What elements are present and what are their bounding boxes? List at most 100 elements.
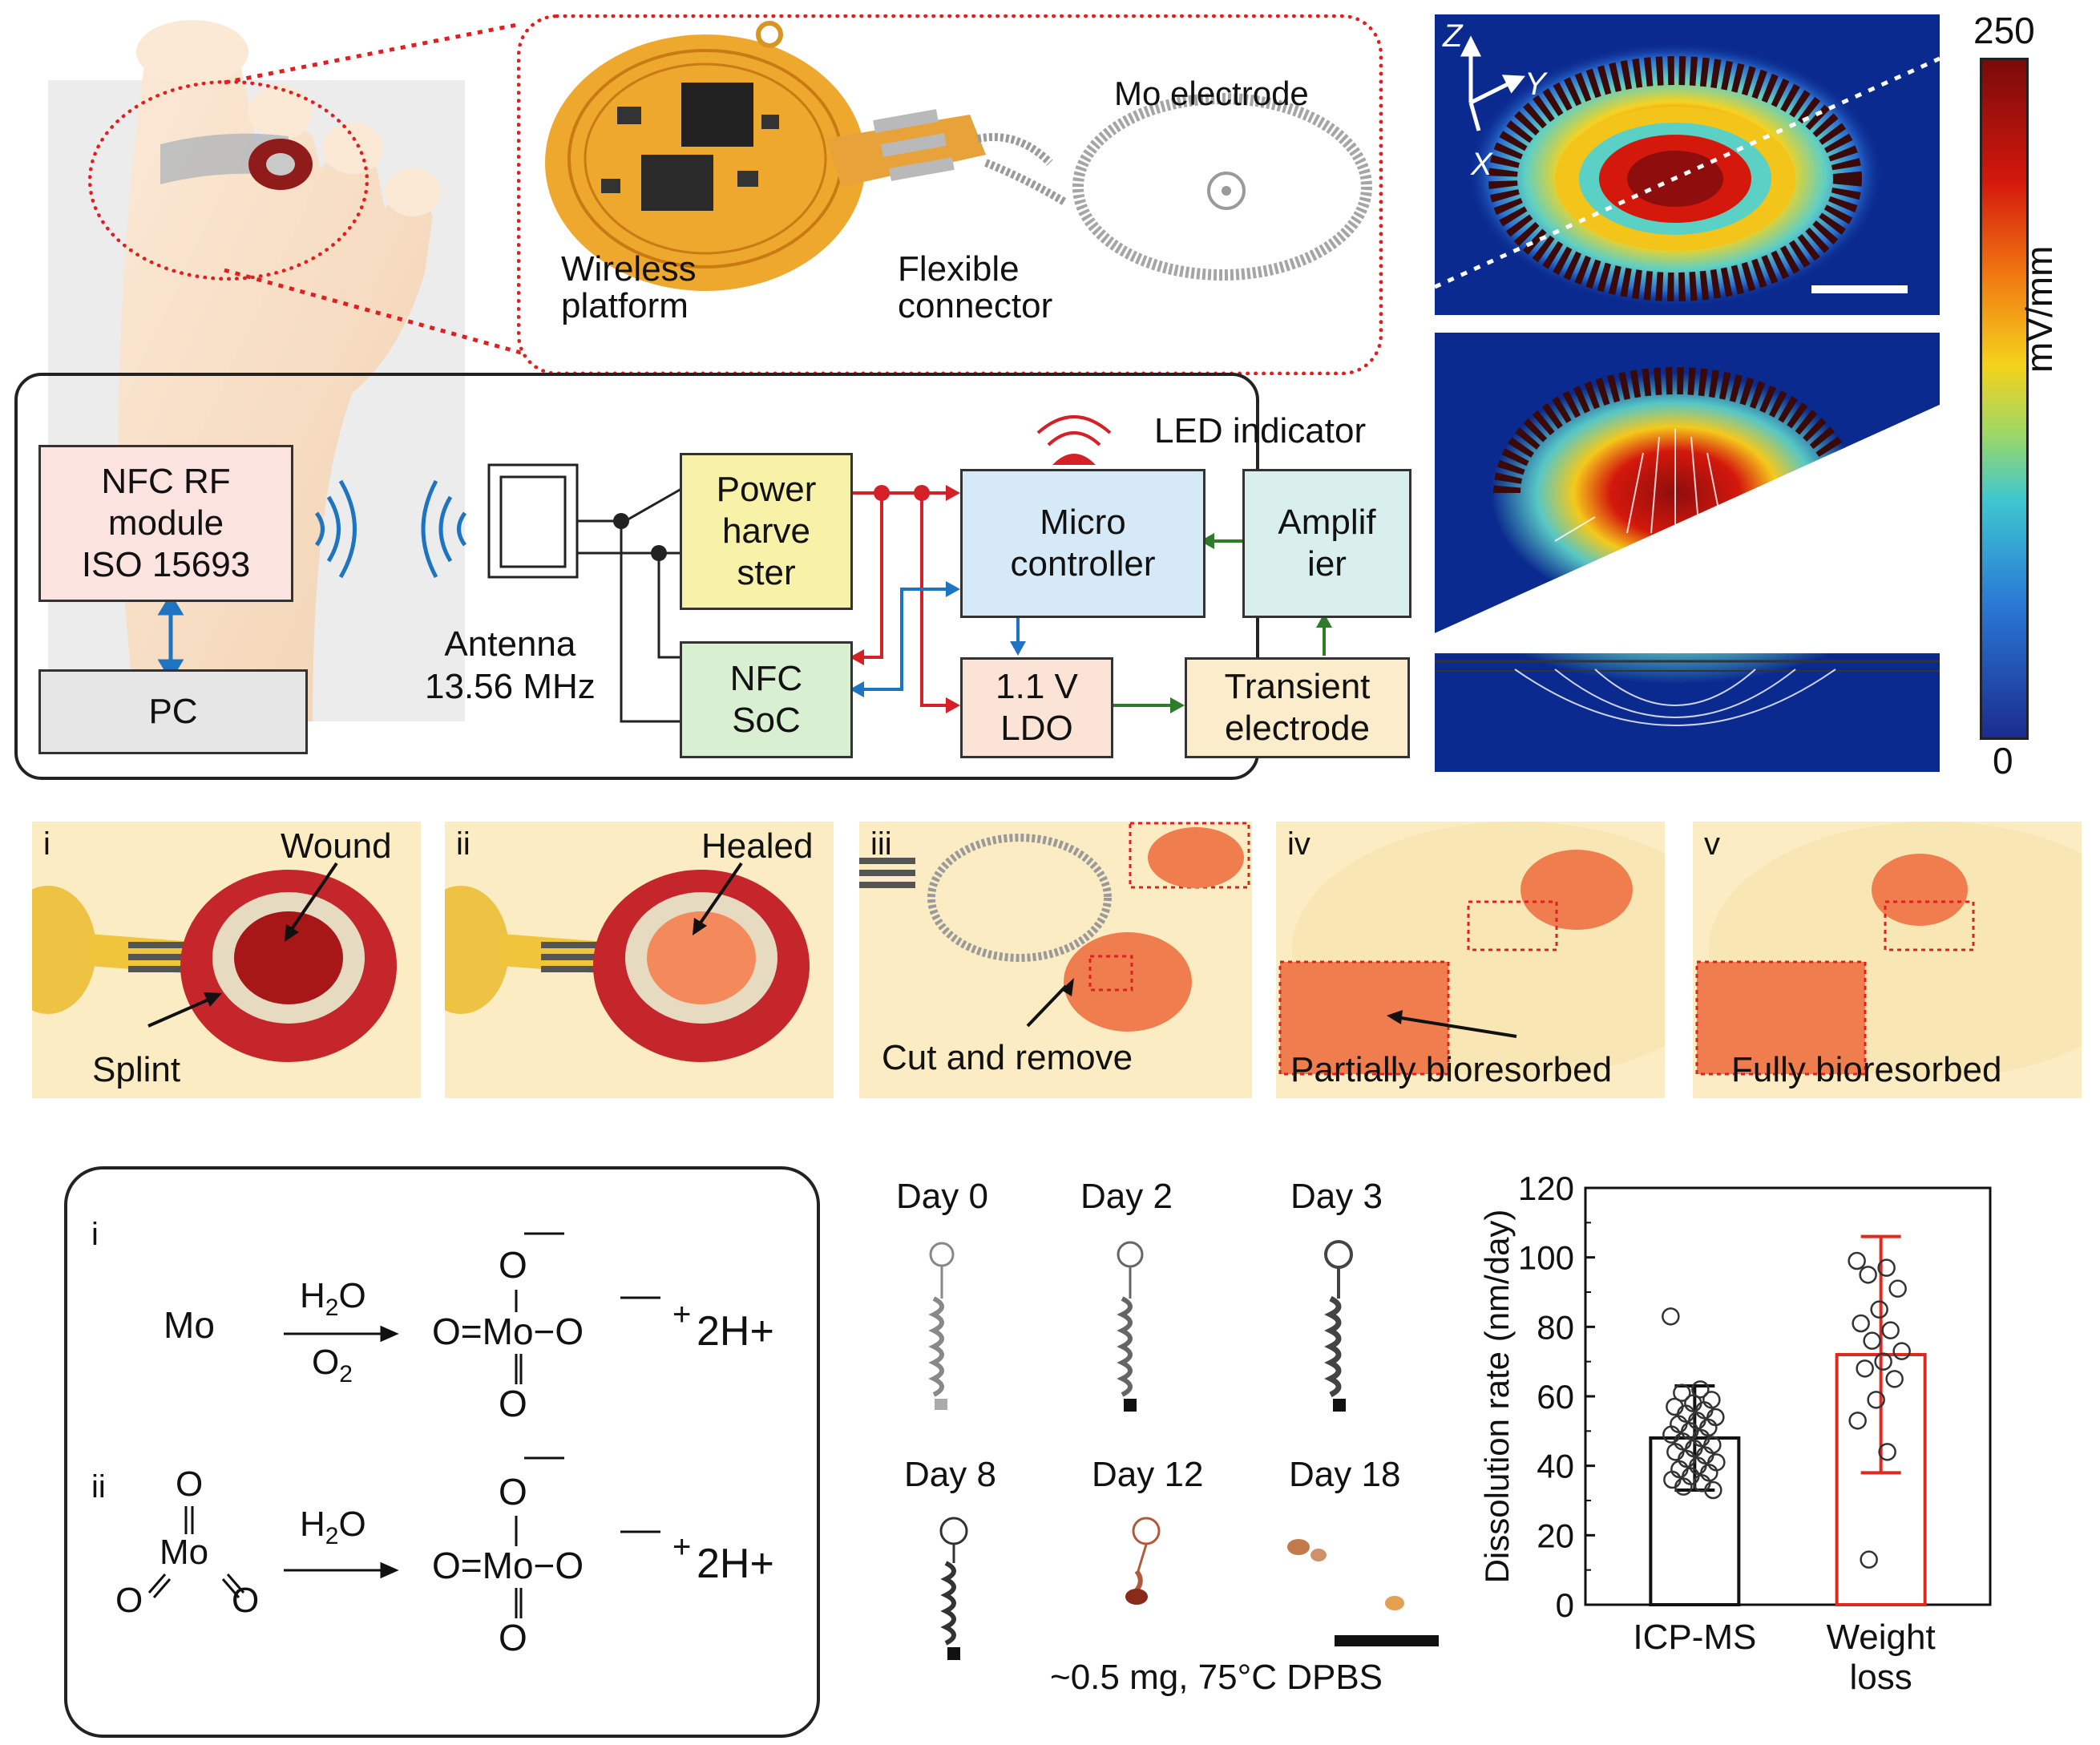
y-tick-label: 60 (1537, 1378, 1574, 1416)
colorbar-unit-label: mV/mm (2018, 245, 2060, 373)
wound-label: Wound (281, 826, 392, 866)
day-18-label: Day 18 (1289, 1455, 1401, 1494)
product-2-top-o: O (499, 1471, 527, 1513)
day-8-label: Day 8 (904, 1455, 996, 1494)
reaction-2-label: ii (91, 1469, 106, 1505)
amplifier-block: Amplif ier (1242, 469, 1411, 618)
reaction-bonds (147, 1232, 660, 1618)
moo3-mo: Mo (160, 1533, 209, 1572)
nfc-soc-block: NFC SoC (680, 641, 853, 758)
device-zoom-frame: Mo electrode Wireless platform Flexible … (517, 14, 1383, 375)
mo-reactant: Mo (164, 1304, 215, 1346)
y-tick-label: 0 (1556, 1586, 1574, 1624)
simulation-top-view: Z Y X (1435, 14, 1940, 315)
nfc-rf-module-block: NFC RF module ISO 15693 (38, 445, 293, 602)
mo-electrode-label: Mo electrode (1114, 75, 1309, 112)
block-diagram-wiring (157, 415, 1332, 723)
axis-y-label: Y (1525, 67, 1549, 102)
data-point (1856, 1359, 1874, 1378)
x-tick-label: ICP-MS (1633, 1618, 1756, 1657)
step-panel-2: ii Healed (445, 822, 834, 1098)
healed-label: Healed (701, 826, 814, 866)
x-tick-label: loss (1850, 1658, 1912, 1697)
colorbar-max-label: 250 (1973, 10, 2035, 51)
led-indicator-label: LED indicator (1154, 411, 1367, 450)
cut-remove-label: Cut and remove (882, 1038, 1133, 1077)
moo3-top-o: O (176, 1464, 204, 1504)
product-2-bottom-o: O (499, 1617, 527, 1658)
partially-bioresorbed-label: Partially bioresorbed (1290, 1050, 1613, 1089)
y-tick-label: 20 (1537, 1517, 1574, 1554)
data-point (1892, 1342, 1911, 1360)
data-point (1885, 1370, 1904, 1388)
moo3-right-o: O (232, 1581, 260, 1620)
fully-bioresorbed-label: Fully bioresorbed (1731, 1050, 2002, 1089)
axis-x-label: X (1470, 147, 1493, 182)
zoom-lines (224, 22, 522, 355)
data-point (1877, 1258, 1896, 1277)
data-point (1881, 1321, 1900, 1339)
dissolution-photos (928, 1240, 1439, 1660)
y-tick-label: 80 (1537, 1308, 1574, 1346)
data-point (1673, 1383, 1691, 1402)
step-panel-5: v Fully bioresorbed (1693, 822, 2082, 1098)
data-point (1704, 1480, 1722, 1500)
data-point (1674, 1477, 1693, 1496)
product-2: O=Mo−O (432, 1545, 584, 1586)
data-point (1848, 1412, 1867, 1430)
microcontroller-block: Micro controller (960, 469, 1205, 618)
wireless-platform-label: Wireless platform (561, 249, 697, 326)
y-tick-label: 120 (1518, 1169, 1574, 1207)
data-point (1870, 1300, 1888, 1319)
antenna-label: Antenna 13.56 MHz (425, 624, 596, 706)
day-2-label: Day 2 (1080, 1177, 1173, 1216)
data-point (1859, 1266, 1877, 1284)
reaction-1-label: i (91, 1217, 99, 1252)
o2-label: O2 (312, 1343, 353, 1388)
step-4-numeral: iv (1287, 826, 1310, 862)
data-point (1874, 1352, 1892, 1371)
day-12-label: Day 12 (1092, 1455, 1204, 1494)
day-3-label: Day 3 (1290, 1177, 1383, 1216)
dissolution-condition-label: ~0.5 mg, 75°C DPBS (1050, 1658, 1383, 1697)
ldo-block: 1.1 V LDO (960, 657, 1113, 758)
splint-label: Splint (92, 1050, 181, 1089)
simulation-cross-section (1435, 333, 1940, 633)
product-1: O=Mo−O (432, 1311, 584, 1352)
reaction-frame: i ii Mo H2O O2 O=Mo−O O O + 2H+ O Mo O O… (64, 1166, 820, 1738)
step-1-numeral: i (43, 826, 50, 862)
h-plus-2: 2H+ (697, 1541, 774, 1587)
h2o-label-2: H2O (300, 1505, 366, 1549)
step-2-numeral: ii (456, 826, 470, 862)
transient-electrode-block: Transient electrode (1185, 657, 1410, 758)
data-point (1691, 1380, 1710, 1399)
device-illustration (545, 21, 1372, 291)
data-point (1848, 1251, 1866, 1270)
step-3-numeral: iii (870, 826, 892, 862)
y-axis-label: Dissolution rate (nm/day) (1478, 1210, 1516, 1584)
y-tick-label: 40 (1537, 1448, 1574, 1485)
colorbar-min-label: 0 (1993, 740, 2013, 782)
axis-z-label: Z (1442, 18, 1464, 54)
h-plus-1: 2H+ (697, 1308, 774, 1355)
data-point (1662, 1307, 1680, 1326)
colorbar (1980, 58, 2029, 740)
step-panel-4: iv Partially bioresorbed (1276, 822, 1665, 1098)
y-tick-label: 100 (1518, 1239, 1574, 1277)
h2o-label-1: H2O (300, 1276, 366, 1321)
plus-2: + (672, 1529, 692, 1565)
data-point (1860, 1550, 1878, 1569)
simulation-side-view (1435, 653, 1940, 772)
product-1-bottom-o: O (499, 1383, 527, 1424)
step-panel-1: i Wound Splint (32, 822, 421, 1098)
data-point (1888, 1279, 1907, 1298)
step-panel-3: iii Cut and remove (859, 822, 1252, 1098)
pc-block: PC (38, 669, 308, 754)
x-tick-label: Weight (1827, 1618, 1936, 1657)
day-0-label: Day 0 (896, 1177, 988, 1216)
data-point (1867, 1391, 1885, 1409)
flexible-connector-label: Flexible connector (898, 249, 1053, 326)
data-point (1878, 1443, 1896, 1461)
data-point (1863, 1331, 1881, 1350)
